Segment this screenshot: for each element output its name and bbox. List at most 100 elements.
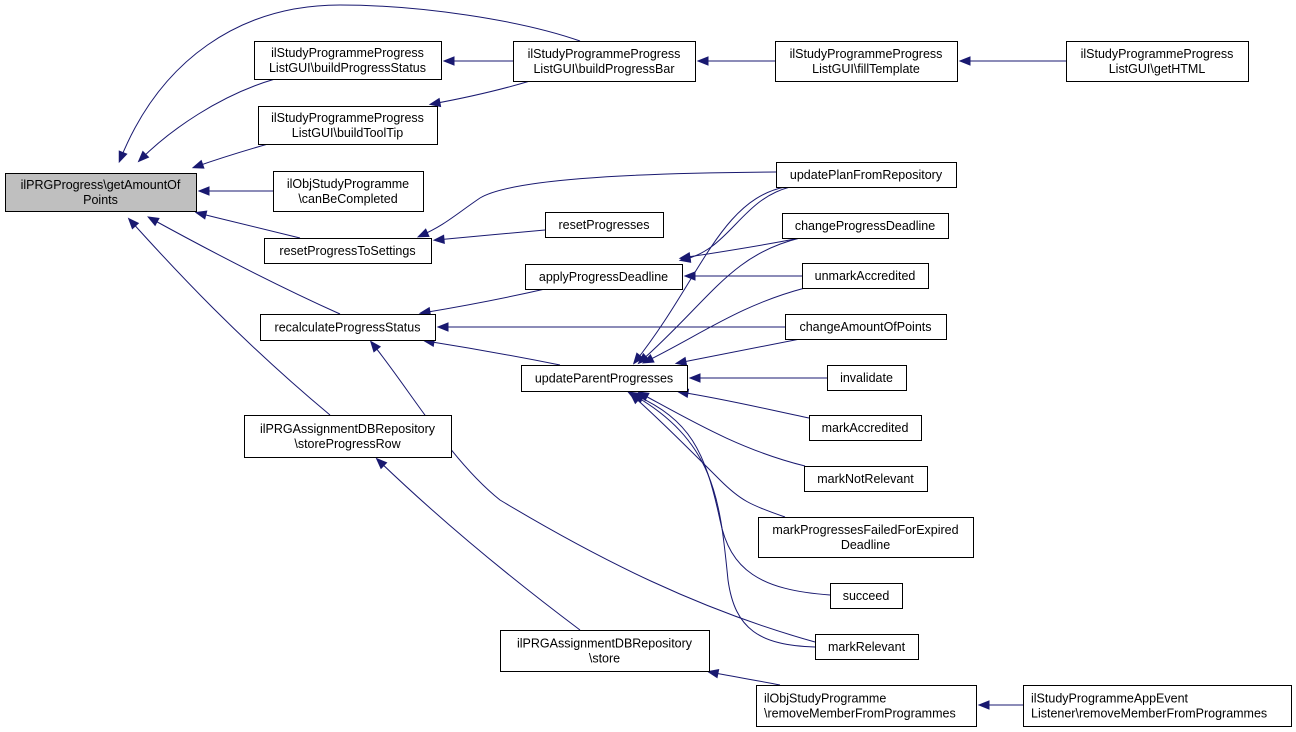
- node-reset-progresses[interactable]: resetProgresses: [545, 212, 664, 238]
- arrowhead-icon: [674, 356, 688, 367]
- node-label: ListGUI\buildProgressStatus: [269, 61, 426, 75]
- node-recalculate-progress-status[interactable]: recalculateProgressStatus: [260, 314, 436, 341]
- edge-storeProgressRow-to-root: [127, 217, 331, 416]
- edge-line: [139, 78, 276, 161]
- edge-line: [677, 338, 801, 364]
- node-update-parent-progresses[interactable]: updateParentProgresses: [521, 365, 688, 392]
- node-box: [513, 41, 696, 82]
- arrowhead-icon: [137, 150, 150, 163]
- node-box: [827, 365, 907, 391]
- node-mark-relevant[interactable]: markRelevant: [815, 634, 919, 660]
- node-succeed[interactable]: succeed: [830, 583, 903, 609]
- node-box: [545, 212, 664, 238]
- node-store-progress-row[interactable]: ilPRGAssignmentDBRepository\storeProgres…: [244, 415, 452, 458]
- node-label: ilPRGProgress\getAmountOf: [21, 178, 181, 192]
- edge-markRelevant-to-recalculateProgressStatus: [369, 340, 816, 643]
- node-mark-accredited[interactable]: markAccredited: [809, 415, 922, 441]
- edge-line: [371, 342, 816, 643]
- node-box: [525, 264, 683, 290]
- node-label: \removeMemberFromProgrammes: [764, 707, 956, 721]
- edge-line: [421, 288, 546, 314]
- node-box: [273, 171, 424, 212]
- node-label: updatePlanFromRepository: [790, 168, 943, 182]
- edge-updatePlanFromRepository-to-applyProgressDeadline: [678, 186, 791, 263]
- node-apply-progress-deadline[interactable]: applyProgressDeadline: [525, 264, 683, 290]
- node-box: [756, 685, 977, 727]
- edge-line: [634, 394, 831, 596]
- node-build-progress-bar[interactable]: ilStudyProgrammeProgressListGUI\buildPro…: [513, 41, 696, 82]
- node-label: Points: [83, 193, 118, 207]
- edge-line: [639, 392, 806, 467]
- arrowhead-icon: [637, 352, 650, 365]
- edge-canBeCompleted-to-root: [197, 186, 273, 196]
- node-can-be-completed[interactable]: ilObjStudyProgramme\canBeCompleted: [273, 171, 424, 212]
- edge-line: [149, 217, 341, 315]
- node-box: [260, 314, 436, 341]
- node-invalidate[interactable]: invalidate: [827, 365, 907, 391]
- arrowhead-icon: [436, 322, 449, 332]
- node-label: ilObjStudyProgramme: [764, 692, 886, 706]
- edge-appEventRemoveMember-to-removeMemberFromProgrammes: [977, 700, 1023, 710]
- node-label: markNotRelevant: [817, 472, 914, 486]
- edge-updatePlanFromRepository-to-resetProgressToSettings: [416, 171, 777, 238]
- node-change-amount-of-points[interactable]: changeAmountOfPoints: [785, 314, 947, 340]
- node-label: updateParentProgresses: [535, 372, 673, 386]
- arrowhead-icon: [958, 56, 971, 66]
- node-label: \canBeCompleted: [298, 192, 397, 206]
- edge-buildProgressBar-to-root: [118, 4, 581, 164]
- node-box: [804, 466, 928, 492]
- edge-line: [419, 171, 777, 237]
- arrowhead-icon: [369, 340, 382, 353]
- node-label: resetProgresses: [558, 218, 649, 232]
- edge-unmarkAccredited-to-updateParentProgresses: [641, 287, 806, 364]
- node-label: Deadline: [841, 538, 890, 552]
- arrowhead-icon: [147, 216, 160, 227]
- node-label: ilStudyProgrammeProgress: [271, 111, 424, 125]
- node-mark-not-relevant[interactable]: markNotRelevant: [804, 466, 928, 492]
- edge-buildProgressStatus-to-root: [137, 78, 276, 163]
- node-label: applyProgressDeadline: [539, 270, 668, 284]
- edge-changeProgressDeadline-to-updateParentProgresses: [637, 237, 801, 365]
- edge-line: [709, 671, 781, 686]
- node-build-tool-tip[interactable]: ilStudyProgrammeProgressListGUI\buildToo…: [258, 106, 438, 145]
- node-label: changeAmountOfPoints: [799, 320, 931, 334]
- node-change-progress-deadline[interactable]: changeProgressDeadline: [782, 213, 949, 239]
- arrowhead-icon: [688, 373, 701, 383]
- node-label: ilStudyProgrammeAppEvent: [1031, 692, 1189, 706]
- arrowhead-icon: [432, 234, 445, 244]
- node-box: [244, 415, 452, 458]
- node-store[interactable]: ilPRGAssignmentDBRepository\store: [500, 630, 710, 672]
- arrowhead-icon: [632, 352, 644, 365]
- edge-invalidate-to-updateParentProgresses: [688, 373, 827, 383]
- node-box: [815, 634, 919, 660]
- edge-getHTML-to-fillTemplate: [958, 56, 1066, 66]
- arrowhead-icon: [627, 391, 640, 402]
- edge-markNotRelevant-to-updateParentProgresses: [637, 391, 806, 467]
- arrowhead-icon: [197, 186, 210, 196]
- node-app-event-remove-member[interactable]: ilStudyProgrammeAppEventListener\removeM…: [1023, 685, 1292, 727]
- node-remove-member-from-programmes[interactable]: ilObjStudyProgramme\removeMemberFromProg…: [756, 685, 977, 727]
- node-box: [785, 314, 947, 340]
- edge-line: [425, 340, 561, 366]
- node-build-progress-status[interactable]: ilStudyProgrammeProgressListGUI\buildPro…: [254, 41, 442, 80]
- node-label: ListGUI\getHTML: [1109, 62, 1206, 76]
- edge-buildProgressBar-to-buildToolTip: [428, 80, 531, 108]
- arrowhead-icon: [194, 210, 208, 220]
- edge-changeAmountOfPoints-to-updateParentProgresses: [674, 338, 801, 367]
- node-box: [776, 162, 957, 188]
- node-update-plan-from-repository[interactable]: updatePlanFromRepository: [776, 162, 957, 188]
- node-box: [1066, 41, 1249, 82]
- node-box: [258, 106, 438, 145]
- node-box: [802, 263, 929, 289]
- node-fill-template[interactable]: ilStudyProgrammeProgressListGUI\fillTemp…: [775, 41, 958, 82]
- arrowhead-icon: [678, 251, 692, 262]
- node-label: ilStudyProgrammeProgress: [528, 47, 681, 61]
- node-label: \storeProgressRow: [294, 437, 401, 451]
- node-unmark-accredited[interactable]: unmarkAccredited: [802, 263, 929, 289]
- node-reset-progress-to-settings[interactable]: resetProgressToSettings: [264, 238, 432, 264]
- edge-line: [634, 186, 786, 363]
